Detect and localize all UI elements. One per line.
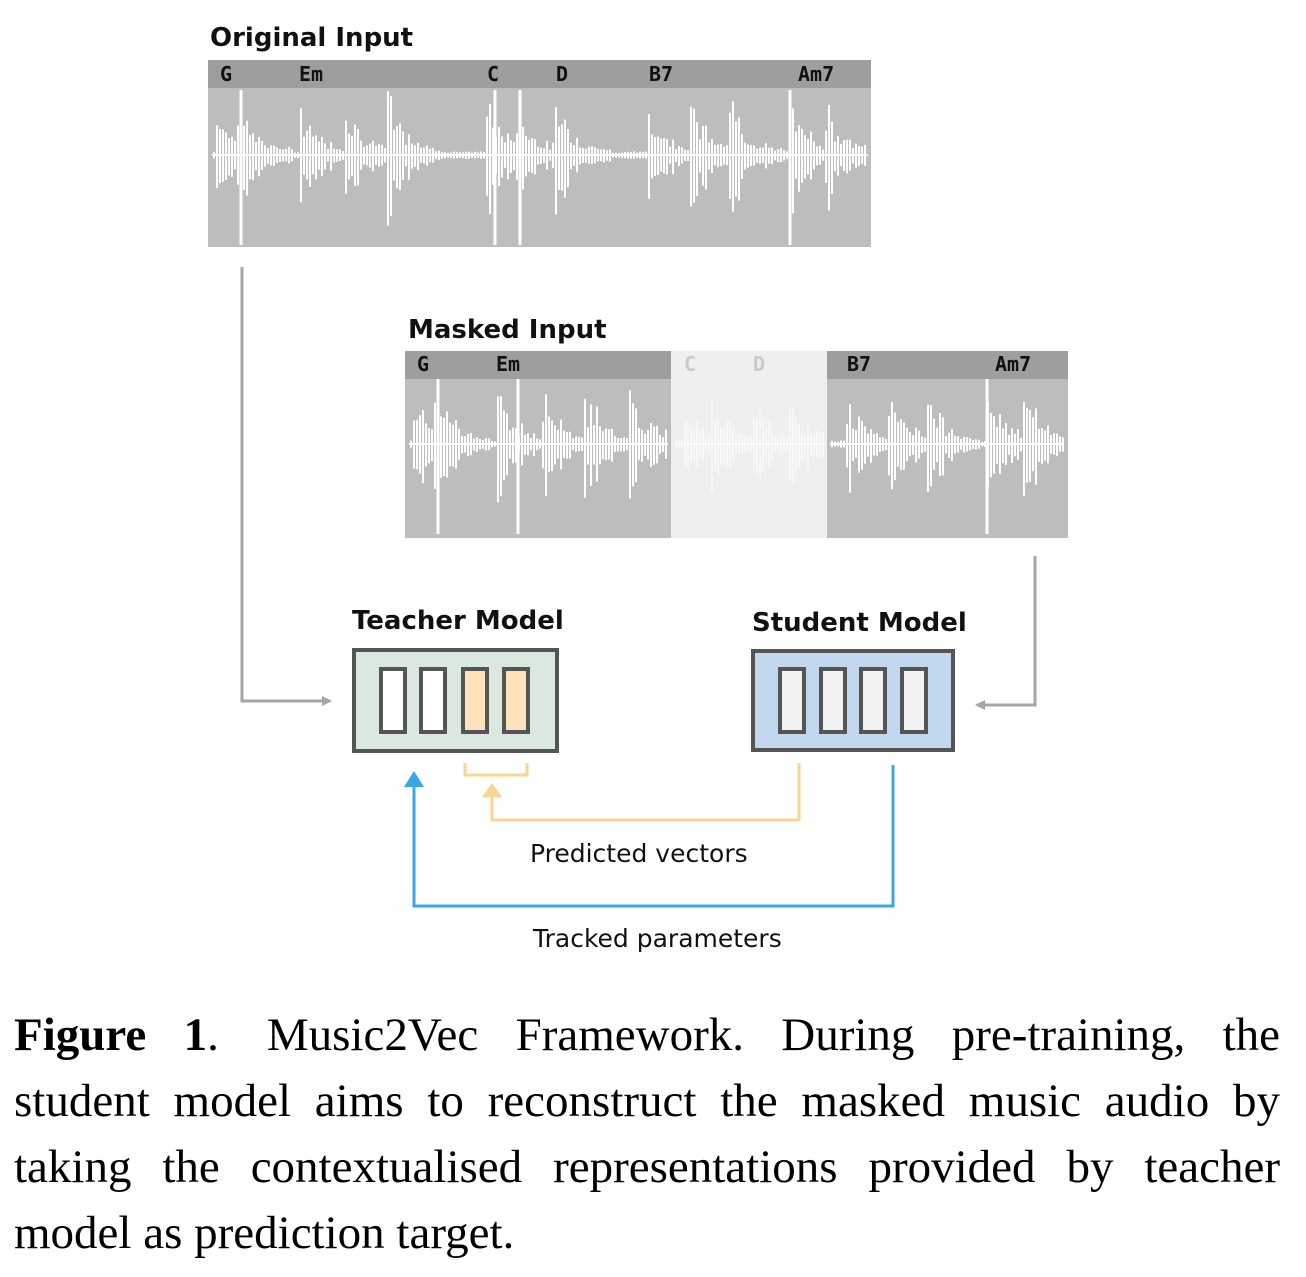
masked-chord-em: Em [496, 352, 520, 376]
masked-input-title: Masked Input [408, 315, 607, 345]
predicted-vectors-label: Predicted vectors [530, 839, 748, 868]
figure-label: Figure 1 [14, 1009, 208, 1061]
original-input-title: Original Input [210, 23, 413, 53]
diagram: Original Input G Em C D B7 Am7 Masked In… [208, 23, 1068, 953]
student-slot-3 [859, 667, 887, 734]
masked-region-faded-waveform [674, 396, 824, 492]
original-chord-c: C [487, 62, 499, 86]
teacher-slot-1 [379, 667, 407, 734]
masked-chord-g: G [417, 352, 429, 376]
tracked-parameters-label: Tracked parameters [532, 924, 782, 953]
tracked-parameters-connector: Tracked parameters [404, 765, 895, 953]
original-chord-b7: B7 [649, 62, 673, 86]
masked-input-panel: Masked Input G Em C D B7 Am7 [405, 315, 1068, 538]
highlight-bracket [463, 763, 529, 777]
masked-chord-d-hidden: D [753, 352, 765, 376]
original-chord-d: D [556, 62, 568, 86]
tracked-parameters-arrowhead [404, 771, 424, 787]
original-chord-g: G [220, 62, 232, 86]
teacher-model: Teacher Model [352, 606, 564, 753]
figure-caption-text: Music2Vec Framework. During pre-training… [14, 1009, 1281, 1259]
figure-label-separator: . [207, 1009, 219, 1061]
predicted-vectors-connector: Predicted vectors [463, 763, 801, 868]
teacher-slot-4-highlighted [502, 667, 530, 734]
original-to-teacher-arrow [240, 267, 332, 706]
teacher-slot-3-highlighted [461, 667, 489, 734]
original-chord-em: Em [299, 62, 323, 86]
student-slot-1 [778, 667, 806, 734]
original-input-panel: Original Input G Em C D B7 Am7 [208, 23, 871, 247]
masked-chord-c-hidden: C [684, 352, 696, 376]
student-slot-2 [819, 667, 847, 734]
original-chord-am7: Am7 [798, 62, 834, 86]
masked-to-student-arrow [975, 556, 1037, 710]
figure-caption: Figure 1.Music2Vec Framework. During pre… [14, 1002, 1280, 1266]
original-waveform [212, 90, 868, 245]
predicted-vectors-arrowhead [482, 783, 502, 797]
framework-diagram-svg: Original Input G Em C D B7 Am7 Masked In… [208, 23, 1068, 953]
teacher-model-title: Teacher Model [352, 606, 564, 636]
predicted-vectors-arrow-line [490, 763, 801, 822]
student-model-title: Student Model [752, 608, 967, 638]
student-slot-4 [900, 667, 928, 734]
student-model: Student Model [751, 608, 967, 752]
masked-chord-am7: Am7 [995, 352, 1031, 376]
teacher-slot-2 [419, 667, 447, 734]
masked-waveform [409, 379, 1064, 534]
original-chord-bar [208, 60, 871, 88]
masked-chord-b7: B7 [847, 352, 871, 376]
tracked-parameters-arrow-line [412, 765, 895, 908]
